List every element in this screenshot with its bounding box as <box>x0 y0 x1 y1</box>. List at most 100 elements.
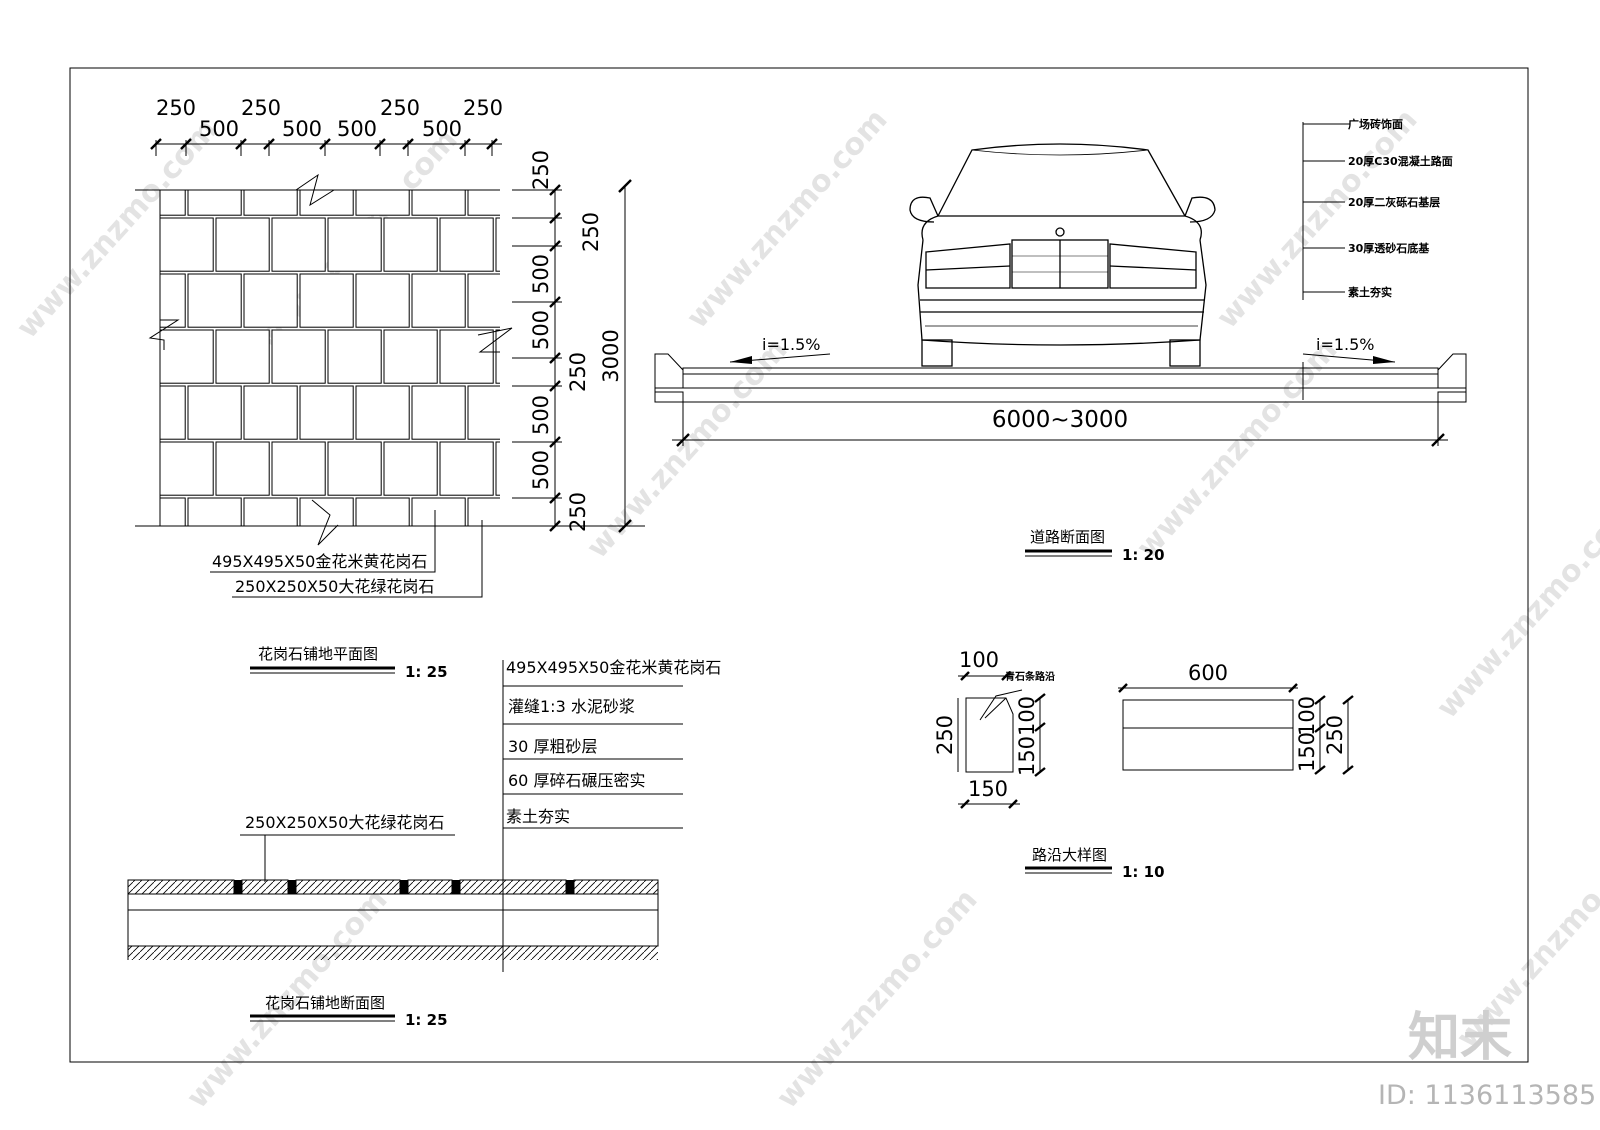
dim-tick <box>1034 722 1046 732</box>
paving-tile <box>327 441 382 496</box>
paving-tile <box>552 106 605 159</box>
top-dims-upper: 250 250 250 250 <box>156 96 503 120</box>
break-line-left <box>148 319 180 350</box>
dim-tick <box>1288 683 1298 693</box>
curb-chamfer <box>984 697 1007 719</box>
paving-tile <box>411 190 466 216</box>
dim-text: 250 <box>579 212 603 252</box>
road-width-dim: 6000~3000 <box>992 407 1128 433</box>
gravel-layer <box>127 909 659 947</box>
dim-text: 600 <box>1188 661 1228 685</box>
paving-tile <box>383 441 438 496</box>
dim-text: 250 <box>566 492 590 532</box>
paving-tile <box>383 329 438 384</box>
leader-line-1 <box>210 510 436 573</box>
brand-watermark: 知末 <box>1408 1008 1512 1068</box>
paving-tile <box>160 441 214 496</box>
leader-line-2 <box>232 520 483 598</box>
paving-tile <box>496 554 549 607</box>
dim-text: 100 <box>959 648 999 672</box>
paving-tile <box>327 217 382 272</box>
dim-tick <box>1342 695 1354 705</box>
paving-tile <box>187 497 242 526</box>
road-layer-label: 30厚透砂石底基 <box>1348 241 1430 255</box>
paving-tile <box>187 190 242 216</box>
dim-tick <box>1118 683 1128 693</box>
section-layer-label: 60 厚碎石碾压密实 <box>508 771 645 790</box>
id-watermark: ID: 1136113585 <box>1378 1080 1596 1111</box>
road-layer-label: 20厚二灰砾石基层 <box>1348 195 1440 209</box>
dim-tick <box>1034 693 1046 703</box>
watermark-text: www.znzmo.com <box>680 102 895 335</box>
curb-label-leader <box>979 689 1023 721</box>
curb-elevation <box>1122 699 1294 771</box>
granite-stone <box>407 879 453 895</box>
paving-tile <box>355 273 410 328</box>
paving-section-title: 花岗石铺地断面图 <box>265 994 385 1012</box>
paving-tile <box>299 273 354 328</box>
dim-tick <box>960 799 970 809</box>
paving-tile <box>160 273 186 328</box>
paving-tile <box>160 497 186 526</box>
leader-text-1: 495X495X50金花米黄花岗石 <box>212 552 427 571</box>
dim-text: 150 <box>1295 732 1319 772</box>
car-front-view <box>909 143 1216 367</box>
dim-tick <box>1314 695 1326 705</box>
break-line-bottom <box>311 499 339 546</box>
leader-text-2: 250X250X50大花绿花岗石 <box>235 577 434 596</box>
section-layer-label: 灌缝1:3 水泥砂浆 <box>508 697 635 716</box>
dim-tick <box>618 519 632 533</box>
granite-stone <box>127 879 235 895</box>
road-layer-label: 广场砖饰面 <box>1348 117 1403 131</box>
paving-tile <box>243 190 298 216</box>
road-layer-labels: 广场砖饰面 20厚C30混凝土路面 20厚二灰砾石基层 30厚透砂石底基 素土夯… <box>1303 117 1453 299</box>
paving-tile <box>327 329 382 384</box>
paving-tile <box>160 554 213 607</box>
slope-label-right: i=1.5% <box>1316 335 1375 354</box>
paving-tile <box>215 441 270 496</box>
granite-stone <box>295 879 401 895</box>
paving-plan: 250 250 250 250 500 500 500 500 500 250 … <box>76 96 645 681</box>
road-section-scale: 1: 20 <box>1122 546 1165 564</box>
dim-tick <box>618 179 632 193</box>
section-layer-label: 495X495X50金花米黄花岗石 <box>506 658 721 677</box>
dim-tick <box>1314 765 1326 775</box>
dim-text: 100 <box>1295 696 1319 736</box>
dim-text: 250 <box>529 150 553 190</box>
dim-text: 500 <box>529 450 553 490</box>
grout-joint <box>452 880 460 894</box>
paving-tile <box>440 554 493 607</box>
paving-tile <box>104 442 157 495</box>
paving-tile <box>76 386 129 439</box>
slope-arrowhead-left <box>730 356 752 364</box>
paving-plan-scale: 1: 25 <box>405 663 448 681</box>
dim-text: 150 <box>1015 736 1039 776</box>
grout-joint <box>234 880 242 894</box>
dim-tick <box>1034 767 1046 777</box>
dim-text: 250 <box>566 352 590 392</box>
slope-arrowhead-right <box>1373 356 1395 364</box>
dim-tick <box>1431 433 1445 447</box>
paving-tile <box>299 385 354 440</box>
watermark-text: www.znzmo.com <box>1210 102 1425 335</box>
dim-tick <box>1008 799 1018 809</box>
right-dim-ticks <box>512 179 632 533</box>
paving-plan-title: 花岗石铺地平面图 <box>258 645 378 663</box>
paving-grid <box>76 106 605 607</box>
paving-tile <box>243 385 298 440</box>
curb-detail-scale: 1: 10 <box>1122 863 1165 881</box>
road-section-title: 道路断面图 <box>1030 528 1105 546</box>
granite-stone <box>459 879 567 895</box>
dim-text: 150 <box>968 777 1008 801</box>
subbase-layer <box>654 387 1467 403</box>
dim-tick <box>1342 765 1354 775</box>
dim-tick <box>1314 723 1326 733</box>
paving-tile <box>383 217 438 272</box>
paving-tile <box>160 329 214 384</box>
paving-tile <box>104 554 157 607</box>
paving-tile <box>76 498 129 551</box>
curb-detail: 青石条路沿 100 250 100 150 150 600 100 150 <box>933 648 1354 881</box>
dim-text: 250 <box>1323 715 1347 755</box>
dim-text: 500 <box>422 117 462 141</box>
